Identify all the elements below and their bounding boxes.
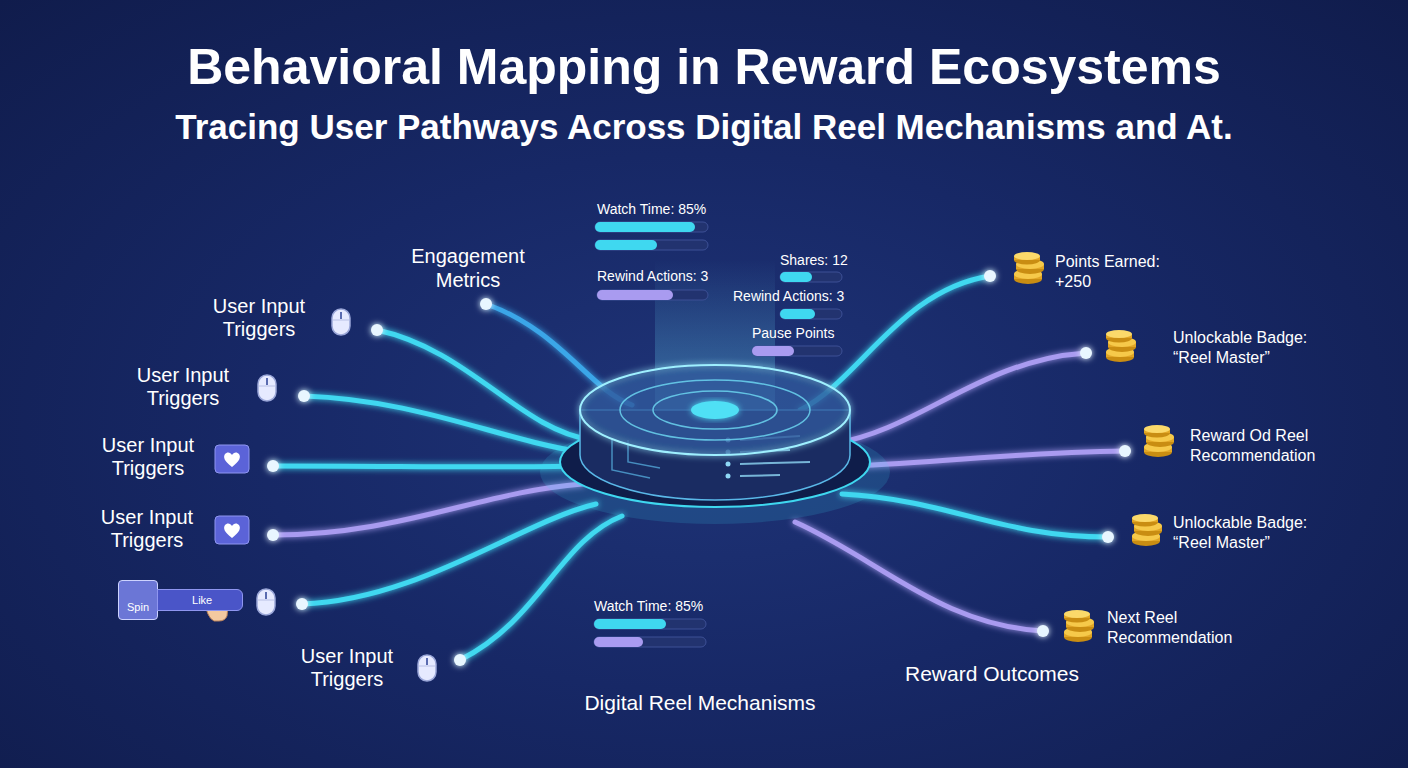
button-widget: SpinLike — [118, 580, 243, 620]
reward-label: Next Reel Recommendation — [1107, 608, 1252, 648]
reward-label: Unlockable Badge: “Reel Master” — [1173, 328, 1328, 368]
subtitle: Tracing User Pathways Across Digital Ree… — [0, 106, 1408, 148]
group-label: Engagement Metrics — [393, 244, 543, 292]
group-label: Reward Outcomes — [905, 661, 1105, 686]
reward-label: Reward Od Reel Recommendation — [1190, 426, 1340, 466]
trigger-label: User Input Triggers — [287, 645, 407, 691]
metric-label: Rewind Actions: 3 — [733, 288, 863, 305]
trigger-label: User Input Triggers — [199, 295, 319, 341]
group-label: Digital Reel Mechanisms — [500, 690, 900, 715]
trigger-label: User Input Triggers — [123, 364, 243, 410]
metric-label: Watch Time: 85% — [597, 201, 737, 218]
metric-label: Rewind Actions: 3 — [597, 268, 737, 285]
metric-label: Watch Time: 85% — [594, 598, 734, 615]
trigger-label: User Input Triggers — [87, 506, 207, 552]
metric-label: Shares: 12 — [780, 252, 870, 269]
metric-label: Pause Points — [752, 325, 862, 342]
button-square: Spin — [118, 580, 158, 620]
button-bar: Like — [157, 589, 243, 611]
reward-label: Unlockable Badge: “Reel Master” — [1173, 513, 1328, 553]
trigger-label: User Input Triggers — [88, 434, 208, 480]
diagram-title: Behavioral Mapping in Reward Ecosystems — [0, 38, 1408, 96]
reward-label: Points Earned: +250 — [1055, 252, 1180, 292]
